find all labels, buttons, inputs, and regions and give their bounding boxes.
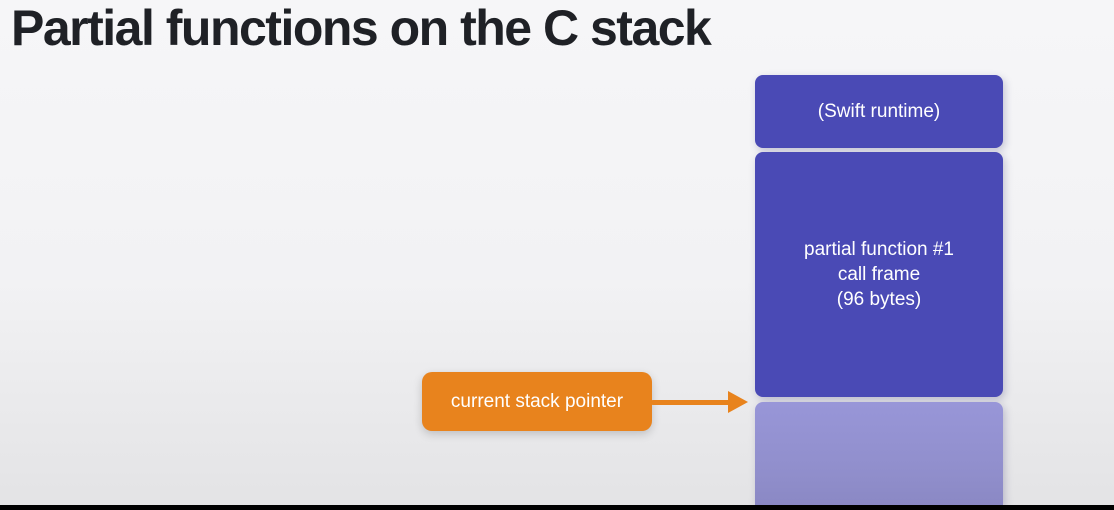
letterbox-bottom — [0, 505, 1114, 510]
arrow-right-icon — [728, 391, 748, 413]
stack-frame-partial-function-1: partial function #1 call frame (96 bytes… — [755, 152, 1003, 397]
stack-pointer-callout: current stack pointer — [422, 372, 652, 431]
stack-frame-partial-function-1-line-2: call frame — [837, 264, 921, 285]
stack-pointer-arrow-line — [651, 400, 732, 405]
page-title: Partial functions on the C stack — [11, 0, 712, 56]
stack-frame-partial-function-1-line-1: partial function #1 — [804, 239, 954, 260]
stack-pointer-label: current stack pointer — [450, 390, 624, 412]
stack-frame-swift-runtime: (Swift runtime) — [755, 75, 1003, 148]
stack-frame-next — [755, 402, 1003, 506]
stack-frame-swift-runtime-label: (Swift runtime) — [817, 100, 941, 122]
stack-frame-partial-function-1-line-3: (96 bytes) — [836, 289, 922, 310]
